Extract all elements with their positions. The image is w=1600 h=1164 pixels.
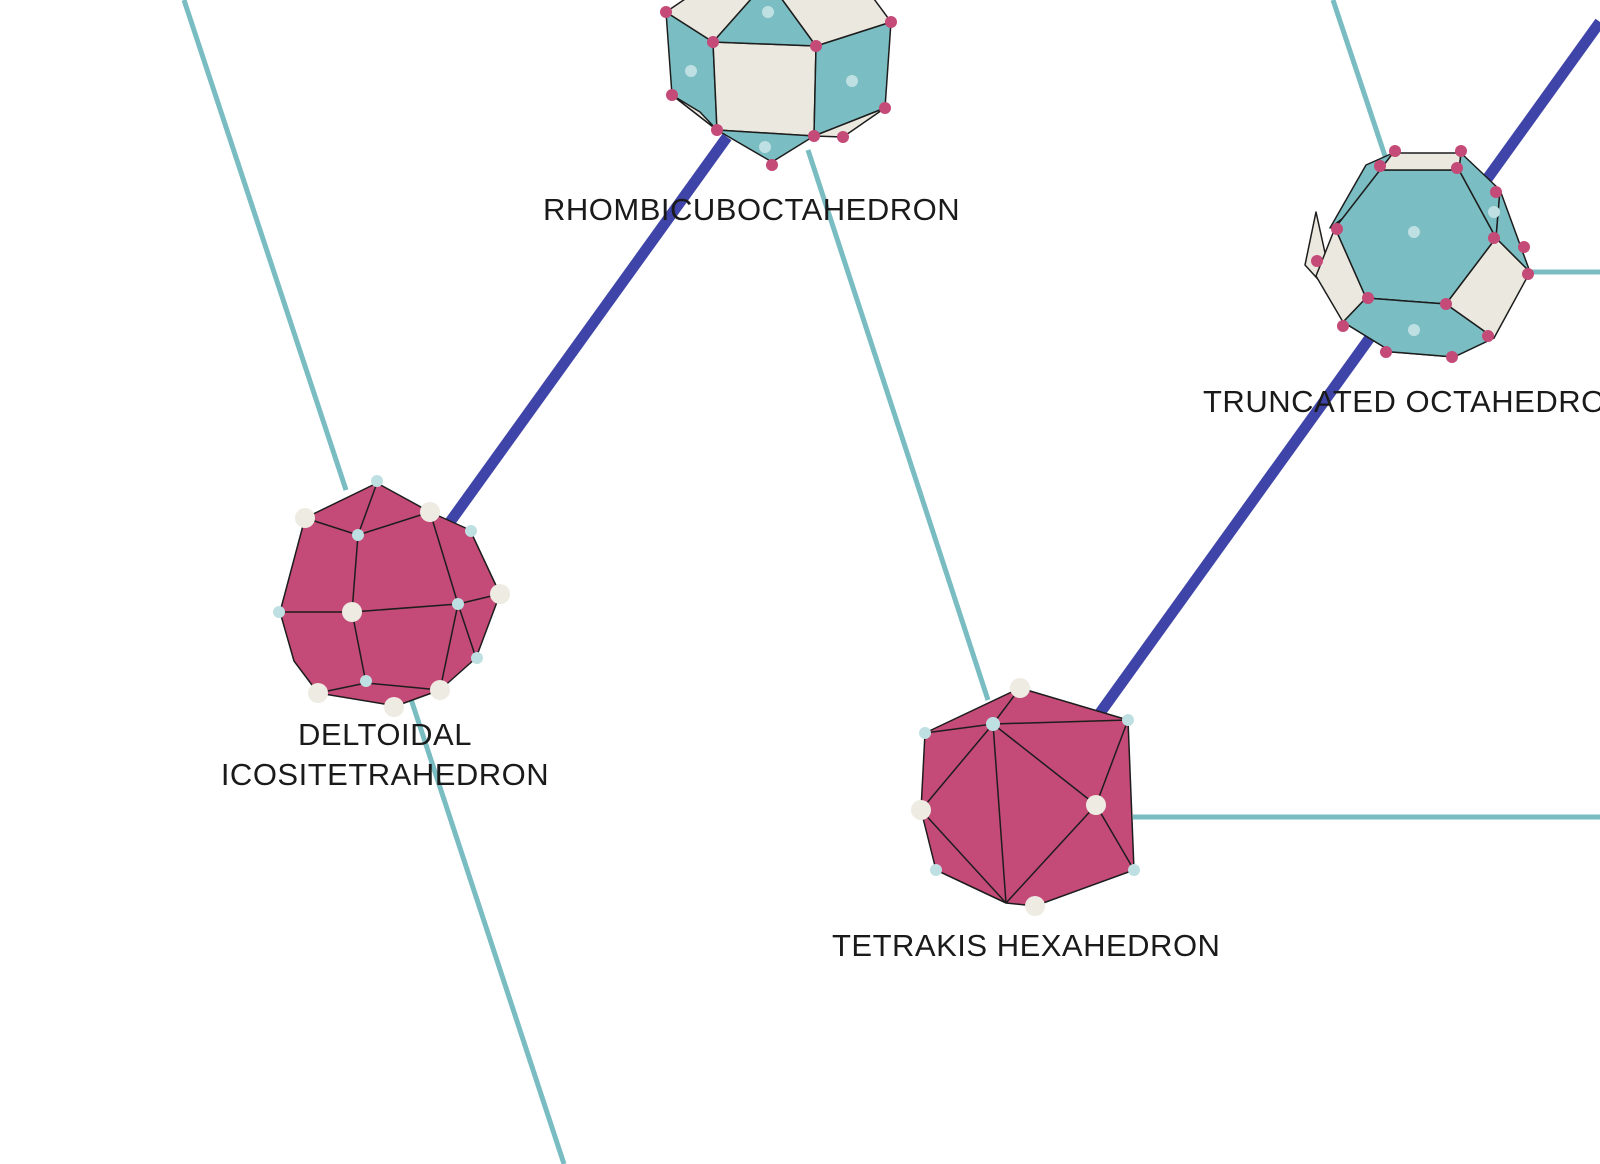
face-center-marker	[1488, 206, 1500, 218]
vertex-marker	[766, 159, 778, 171]
deltoidal-icositetrahedron-vertices	[273, 475, 510, 717]
face-center-marker	[1408, 226, 1420, 238]
vertex-marker	[837, 131, 849, 143]
vertex-marker	[1482, 330, 1494, 342]
deltoidal-label-line2: ICOSITETRAHEDRON	[220, 757, 550, 792]
truncated-octahedron-vertices	[1311, 145, 1534, 363]
face-center-marker	[1408, 324, 1420, 336]
vertex-marker	[360, 675, 372, 687]
face-center-marker	[846, 75, 858, 87]
tetrakis-hexahedron-vertices	[911, 678, 1140, 916]
vertex-marker	[1440, 298, 1452, 310]
vertex-marker	[919, 727, 931, 739]
vertex-marker	[885, 16, 897, 28]
dual-line-trunc-to-top	[1477, 18, 1600, 190]
vertex-marker	[465, 525, 477, 537]
teal-line-left-lower	[405, 689, 567, 1164]
vertex-marker	[911, 800, 931, 820]
vertex-marker	[1122, 714, 1134, 726]
vertex-marker	[1337, 320, 1349, 332]
vertex-marker	[308, 683, 328, 703]
vertex-marker	[810, 40, 822, 52]
vertex-marker	[420, 502, 440, 522]
vertex-marker	[666, 89, 678, 101]
vertex-marker	[1518, 241, 1530, 253]
rhombicuboctahedron-vertices	[660, 6, 897, 171]
teal-line-rhombi-to-tetrakis	[805, 149, 991, 701]
vertex-marker	[352, 529, 364, 541]
tetrakis-hexahedron-solid	[920, 687, 1135, 907]
teal-line-left	[181, 0, 349, 491]
dual-connection-lines	[445, 18, 1600, 717]
vertex-marker	[711, 124, 723, 136]
vertex-marker	[1522, 268, 1534, 280]
vertex-marker	[452, 598, 464, 610]
vertex-marker	[1025, 896, 1045, 916]
teal-line-top-right	[1330, 0, 1390, 163]
vertex-marker	[879, 102, 891, 114]
vertex-marker	[384, 697, 404, 717]
vertex-marker	[1380, 346, 1392, 358]
vertex-marker	[930, 864, 942, 876]
deltoidal-icositetrahedron-label: DELTOIDAL ICOSITETRAHEDRON	[210, 715, 560, 795]
vertex-marker	[1451, 162, 1463, 174]
teal-connection-lines	[181, 0, 1600, 1164]
vertex-marker	[430, 680, 450, 700]
vertex-marker	[986, 717, 1000, 731]
tetrakis-hexahedron-label: TETRAKIS HEXAHEDRON	[832, 928, 1221, 963]
deltoidal-label-line1: DELTOIDAL	[298, 717, 472, 752]
face-center-marker	[759, 141, 771, 153]
vertex-marker	[1331, 223, 1343, 235]
vertex-marker	[808, 130, 820, 142]
face-center-marker	[762, 6, 774, 18]
vertex-marker	[490, 584, 510, 604]
vertex-marker	[342, 602, 362, 622]
vertex-marker	[1389, 145, 1401, 157]
vertex-marker	[660, 6, 672, 18]
dual-line-tetrakis-to-trunc	[1095, 328, 1379, 717]
deltoidal-icositetrahedron-solid	[279, 482, 501, 707]
dual-line-deltoidal-to-rhombi	[445, 133, 732, 526]
vertex-marker	[1455, 145, 1467, 157]
vertex-marker	[1086, 795, 1106, 815]
vertex-marker	[1488, 232, 1500, 244]
vertex-marker	[295, 508, 315, 528]
vertex-marker	[371, 475, 383, 487]
vertex-marker	[471, 652, 483, 664]
vertex-marker	[1362, 292, 1374, 304]
vertex-marker	[1010, 678, 1030, 698]
face-center-marker	[685, 65, 697, 77]
truncated-octahedron-label: TRUNCATED OCTAHEDRON	[1203, 384, 1600, 419]
vertex-marker	[1374, 160, 1386, 172]
rhombicuboctahedron-label: RHOMBICUBOCTAHEDRON	[543, 192, 961, 227]
vertex-marker	[707, 36, 719, 48]
vertex-marker	[1490, 186, 1502, 198]
vertex-marker	[1446, 351, 1458, 363]
vertex-marker	[1128, 864, 1140, 876]
vertex-marker	[1311, 255, 1323, 267]
vertex-marker	[273, 606, 285, 618]
